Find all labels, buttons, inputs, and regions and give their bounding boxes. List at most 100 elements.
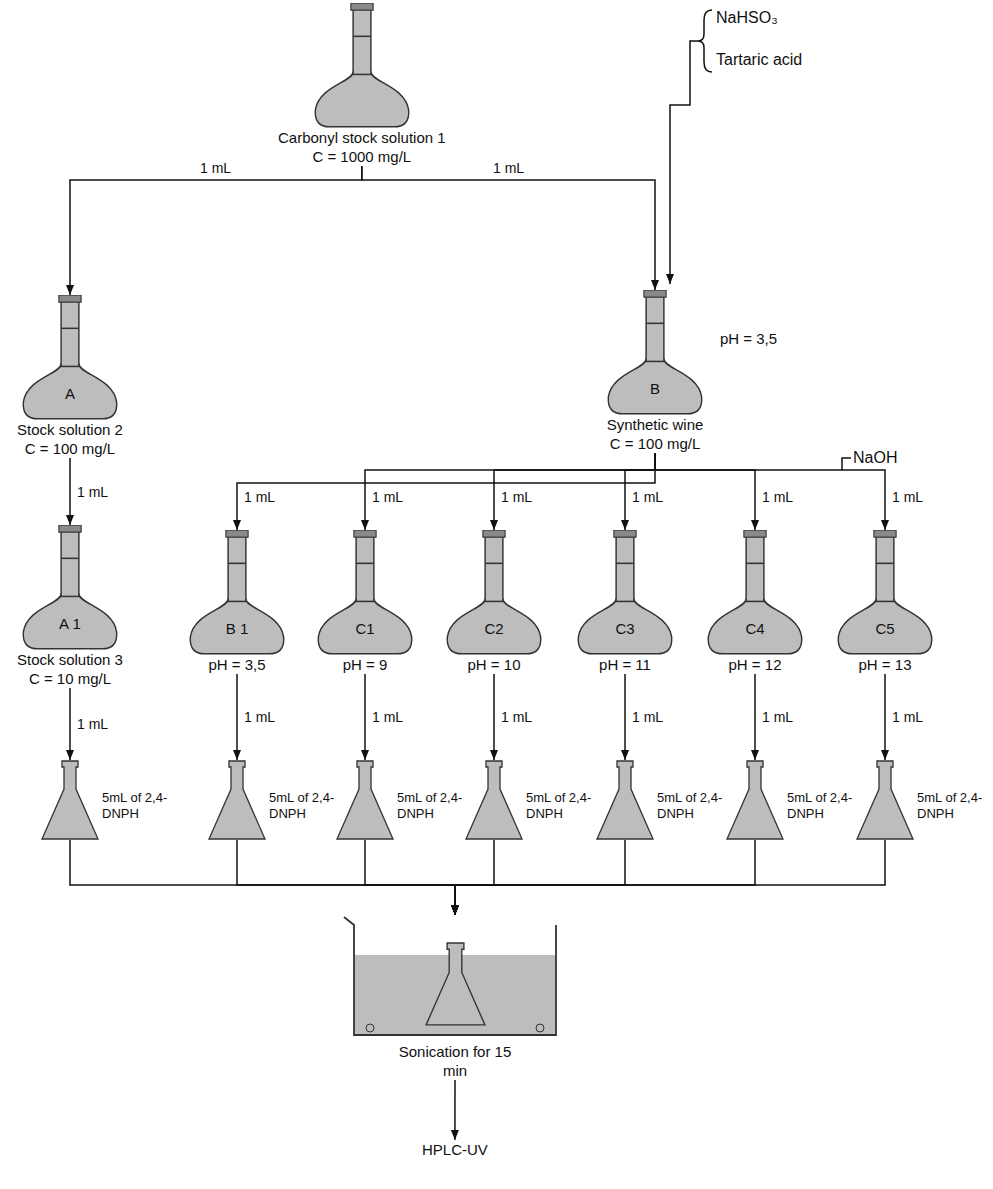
flask-bulb xyxy=(315,72,408,127)
sonication-bath xyxy=(340,915,570,1040)
connector-arrow xyxy=(754,674,756,760)
flask-frame xyxy=(312,3,412,128)
erlenmeyer-shape xyxy=(426,943,485,1025)
erlenmeyer-shape xyxy=(597,761,653,839)
erlenmeyer-outline xyxy=(727,761,783,839)
flask-caption: pH = 13 xyxy=(835,655,935,674)
flask-stopper xyxy=(614,530,636,537)
flask-stopper xyxy=(644,290,666,297)
flask-frame: C1 xyxy=(315,530,415,655)
connector-arrow xyxy=(70,166,362,295)
volumetric-flask: C4pH = 12 xyxy=(705,530,805,674)
connector-arrow xyxy=(237,840,455,915)
beaker-outline xyxy=(344,917,556,1035)
flask-neck xyxy=(61,530,79,597)
volume-label: 1 mL xyxy=(75,484,110,500)
flask-letter: C5 xyxy=(835,620,935,637)
connector-arrow xyxy=(365,840,455,915)
flask-neck xyxy=(228,535,246,602)
flask-neck xyxy=(616,535,634,602)
reagent-text: 5mL of 2,4-DNPH xyxy=(917,790,983,822)
flask-caption: Stock solution 2 xyxy=(17,420,123,439)
erlenmeyer-shape xyxy=(337,761,393,839)
connector-arrow xyxy=(884,674,886,760)
erlenmeyer-shape xyxy=(857,761,913,839)
volume-label: 1 mL xyxy=(370,489,405,505)
volumetric-flask: BpH = 3,5Synthetic wineC = 100 mg/L xyxy=(605,290,705,453)
flask-frame: C5 xyxy=(835,530,935,655)
graduation-mark xyxy=(616,563,634,565)
flask-stopper xyxy=(874,530,896,537)
volumetric-flask: C1pH = 9 xyxy=(315,530,415,674)
volume-label: 1 mL xyxy=(760,709,795,725)
flask-letter: C3 xyxy=(575,620,675,637)
flask-caption: C = 1000 mg/L xyxy=(278,147,446,166)
volumetric-flask: C2pH = 10 xyxy=(444,530,544,674)
erlenmeyer-flask xyxy=(855,760,915,840)
flask-neck xyxy=(646,295,664,362)
volumetric-flask xyxy=(312,3,412,128)
flask-letter: B 1 xyxy=(187,620,287,637)
erlenmeyer-flask xyxy=(40,760,100,840)
volumetric-flask: C5 pH = 13 xyxy=(835,530,935,674)
erlenmeyer-outline xyxy=(597,761,653,839)
flask-stopper xyxy=(226,530,248,537)
volume-label: 1 mL xyxy=(890,489,925,505)
erlenmeyer-outline xyxy=(426,943,485,1025)
ph-label: pH = 3,5 xyxy=(720,330,777,347)
bubble xyxy=(536,1024,544,1032)
graduation-mark xyxy=(876,563,894,565)
connector-arrow xyxy=(655,453,885,530)
reaction-flask: 5mL of 2,4-DNPH xyxy=(335,760,463,840)
connector-arrow xyxy=(624,674,626,760)
volumetric-flask: B 1 pH = 3,5 xyxy=(187,530,287,674)
flask-neck xyxy=(746,535,764,602)
curly-bracket xyxy=(698,10,712,72)
flask-stopper xyxy=(351,3,373,10)
graduation-mark xyxy=(61,328,79,330)
reagent-text: 5mL of 2,4-DNPH xyxy=(787,790,853,822)
connector-arrow xyxy=(455,840,755,915)
erlenmeyer-shape xyxy=(209,761,265,839)
flask-frame: B 1 xyxy=(187,530,287,655)
reagent-text: 5mL of 2,4-DNPH xyxy=(269,790,335,822)
flask-neck xyxy=(485,535,503,602)
graduation-mark xyxy=(356,563,374,565)
erlenmeyer-flask xyxy=(335,760,395,840)
reaction-flask: 5mL of 2,4-DNPH xyxy=(464,760,592,840)
reaction-flask: 5mL of 2,4-DNPH xyxy=(40,760,168,840)
flask-caption: pH = 11 xyxy=(575,655,675,674)
connector-arrow xyxy=(455,840,885,915)
volume-label: 1 mL xyxy=(198,160,233,176)
flask-stopper xyxy=(59,295,81,302)
flask-frame: C4 xyxy=(705,530,805,655)
flask-caption: pH = 3,5 xyxy=(187,655,287,674)
erlenmeyer-flask xyxy=(207,760,267,840)
reagent-text: 5mL of 2,4-DNPH xyxy=(397,790,463,822)
graduation-mark xyxy=(646,323,664,325)
volume-label: 1 mL xyxy=(630,709,665,725)
erlenmeyer-shape xyxy=(727,761,783,839)
flask-caption: C = 100 mg/L xyxy=(605,434,705,453)
connector-arrow xyxy=(69,688,71,760)
volumetric-flask: A 1Stock solution 3C = 10 mg/L xyxy=(17,525,123,688)
connector-arrow xyxy=(454,1080,456,1140)
reagent-text: 5mL of 2,4-DNPH xyxy=(657,790,723,822)
connector-arrow xyxy=(365,453,655,530)
flask-letter: C4 xyxy=(705,620,805,637)
flask-letter: B xyxy=(605,380,705,397)
reagent-line xyxy=(670,41,698,284)
reagent-label: Tartaric acid xyxy=(716,50,802,70)
erlenmeyer-shape xyxy=(42,761,98,839)
flask-neck xyxy=(876,535,894,602)
volumetric-flask: Carbonyl stock solution 1C = 1000 mg/L xyxy=(278,3,446,166)
flask-letter: C2 xyxy=(444,620,544,637)
erlenmeyer-flask xyxy=(595,760,655,840)
connector-arrow xyxy=(69,458,71,525)
erlenmeyer-outline xyxy=(42,761,98,839)
flask-letter: C1 xyxy=(315,620,415,637)
flask-letter: A 1 xyxy=(20,615,120,632)
volume-label: 1 mL xyxy=(491,160,526,176)
flask-caption: Carbonyl stock solution 1 xyxy=(278,128,446,147)
